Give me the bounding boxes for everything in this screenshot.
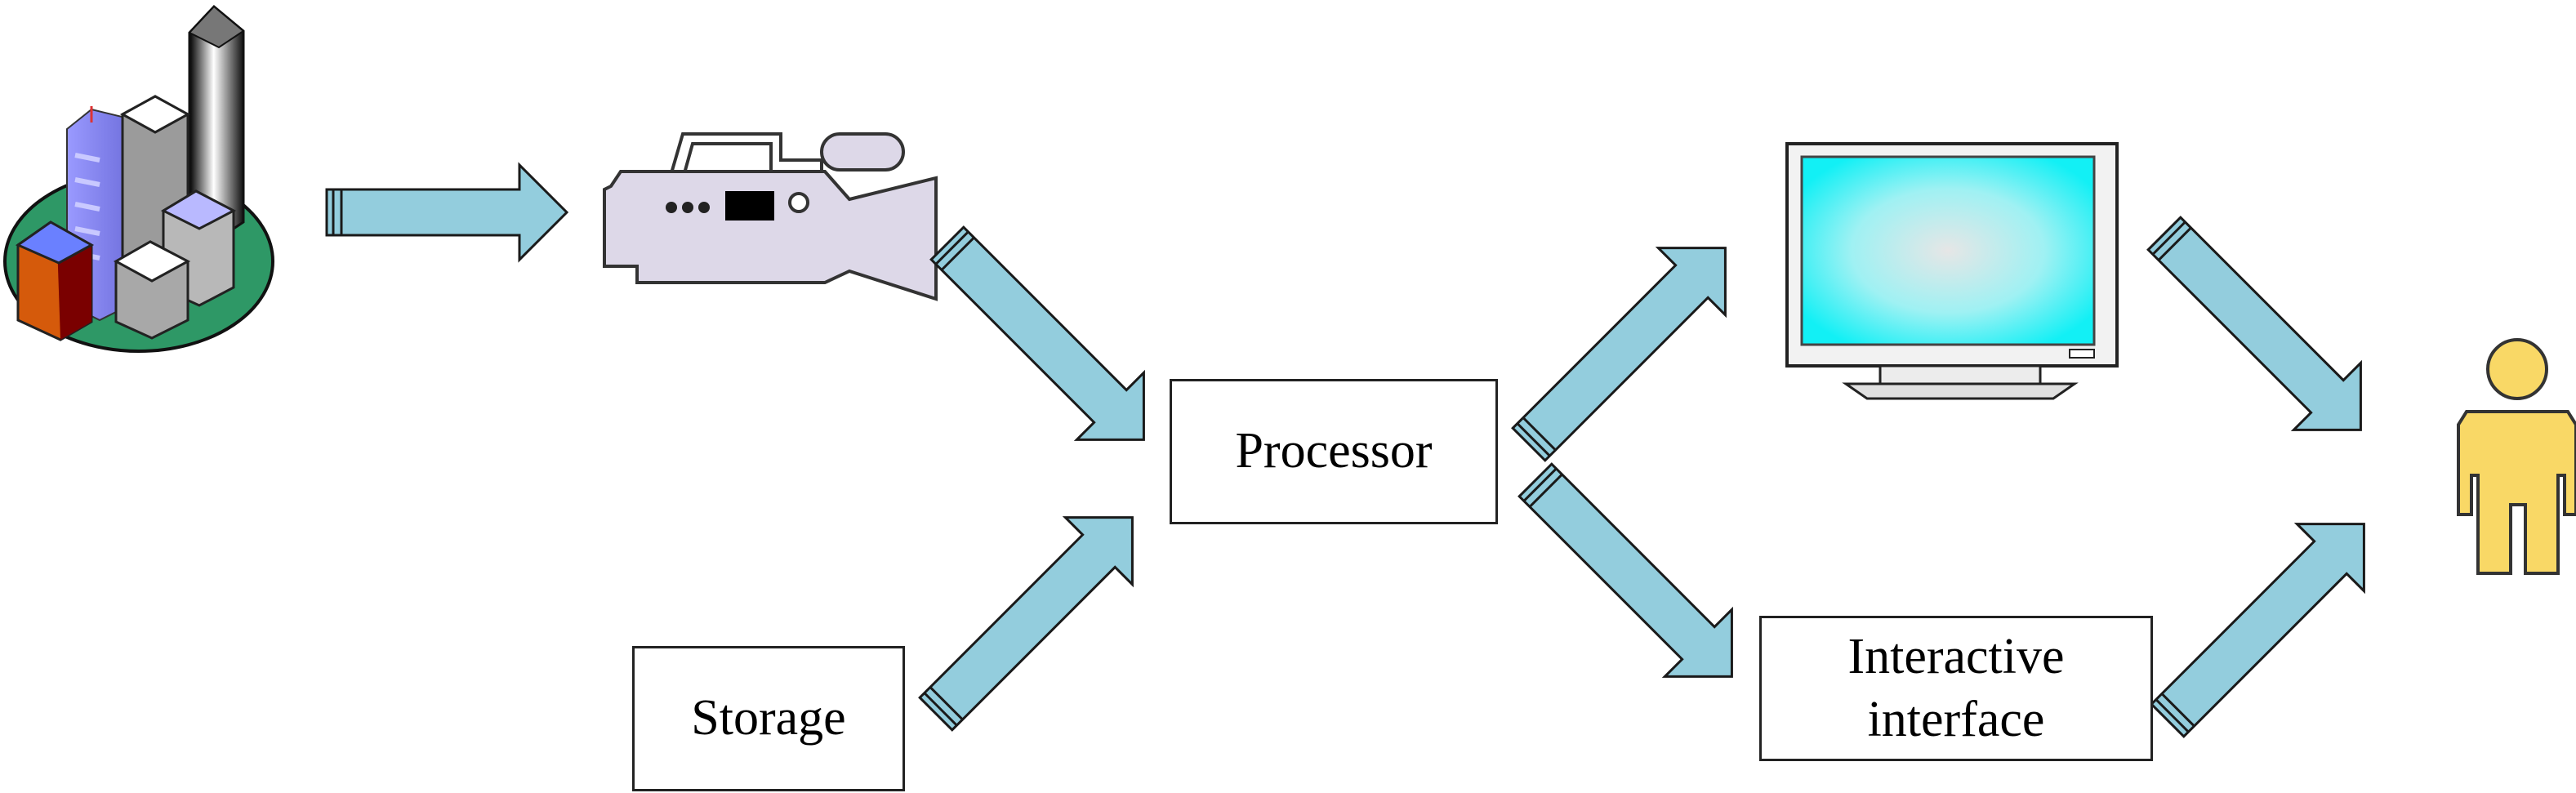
arrow-processor-to-display xyxy=(1511,247,1727,462)
processor-box: Processor xyxy=(1170,379,1498,524)
person-icon xyxy=(2457,338,2576,575)
city-buildings-icon xyxy=(3,4,274,353)
interface-label-line2: interface xyxy=(1867,692,2045,747)
arrow-camera-to-processor xyxy=(929,225,1145,441)
video-camera-icon xyxy=(603,132,938,301)
arrow-display-to-user xyxy=(2146,216,2362,431)
arrow-interface-to-user xyxy=(2150,523,2365,738)
interface-label-line1: Interactive xyxy=(1847,628,2065,684)
arrow-storage-to-processor xyxy=(918,516,1134,732)
storage-box: Storage xyxy=(632,646,905,791)
arrow-processor-to-interface xyxy=(1518,462,1733,678)
monitor-icon xyxy=(1785,142,2119,400)
interactive-interface-box: Interactive interface xyxy=(1759,616,2153,761)
storage-label: Storage xyxy=(691,690,846,746)
arrow-scene-to-camera xyxy=(325,162,569,263)
processor-label: Processor xyxy=(1235,423,1433,479)
